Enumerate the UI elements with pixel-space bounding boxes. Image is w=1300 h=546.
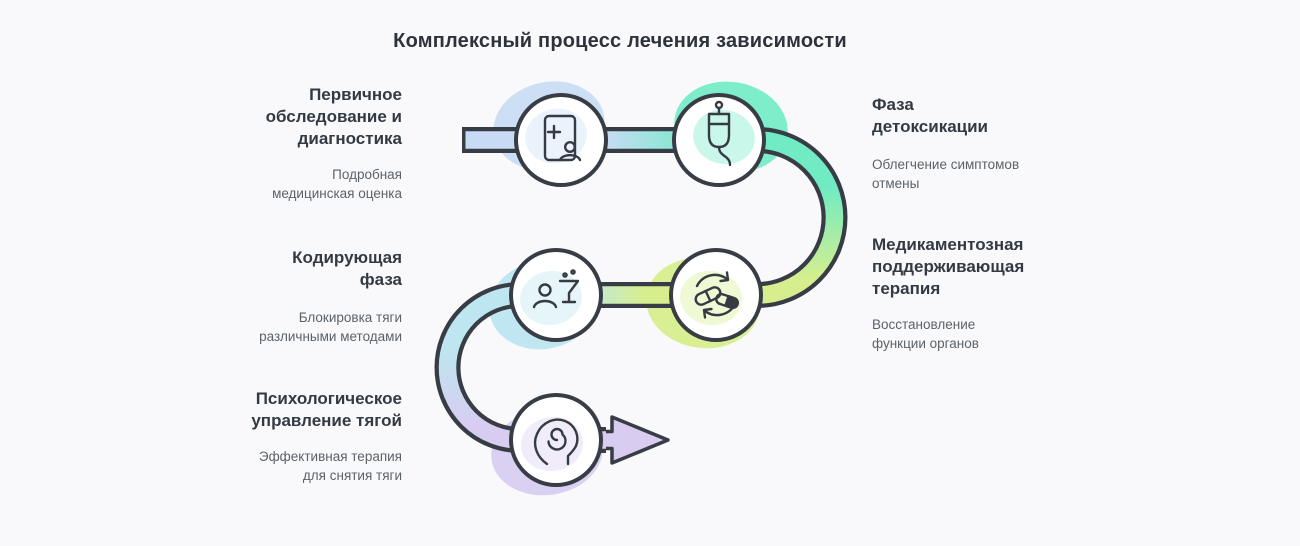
person-drink-icon xyxy=(532,269,580,309)
step-title: Кодирующая фаза xyxy=(292,248,402,289)
step-label-detox: Фаза детоксикации Облегчение симптомов о… xyxy=(872,94,1092,193)
step-title: Психологическое управление тягой xyxy=(251,389,402,430)
step-subtitle: Облегчение симптомов отмены xyxy=(872,157,1020,191)
node-circle-3 xyxy=(669,248,763,342)
step-label-coding-phase: Кодирующая фаза Блокировка тяги различны… xyxy=(182,247,402,346)
step-subtitle: Блокировка тяги различными методами xyxy=(259,310,402,344)
flow-segment-2 xyxy=(716,131,844,304)
iv-drip-icon xyxy=(707,100,732,167)
node-tint-4 xyxy=(520,270,582,326)
step-label-psychological: Психологическое управление тягой Эффекти… xyxy=(182,388,402,485)
step-subtitle: Подробная медицинская оценка xyxy=(272,167,402,201)
step-title: Первичное обследование и диагностика xyxy=(265,85,402,148)
step-subtitle: Эффективная терапия для снятия тяги xyxy=(258,449,402,483)
node-circle-2 xyxy=(672,93,766,187)
mind-profile-icon xyxy=(533,418,579,466)
step-label-diagnostics: Первичное обследование и диагностика Под… xyxy=(182,84,402,203)
node-circle-1 xyxy=(514,93,608,187)
medication-refresh-icon xyxy=(694,271,739,319)
step-title: Медикаментозная поддерживающая терапия xyxy=(872,235,1025,298)
flow-segment-4 xyxy=(438,286,556,449)
step-subtitle: Восстановление функции органов xyxy=(872,317,979,351)
step-title: Фаза детоксикации xyxy=(872,95,989,136)
node-tint-1 xyxy=(525,108,587,164)
step-label-medication: Медикаментозная поддерживающая терапия В… xyxy=(872,234,1092,353)
flow-arrow xyxy=(606,415,670,465)
medical-report-icon xyxy=(543,114,582,162)
node-circle-4 xyxy=(509,248,603,342)
page-title: Комплексный процесс лечения зависимости xyxy=(393,30,847,52)
